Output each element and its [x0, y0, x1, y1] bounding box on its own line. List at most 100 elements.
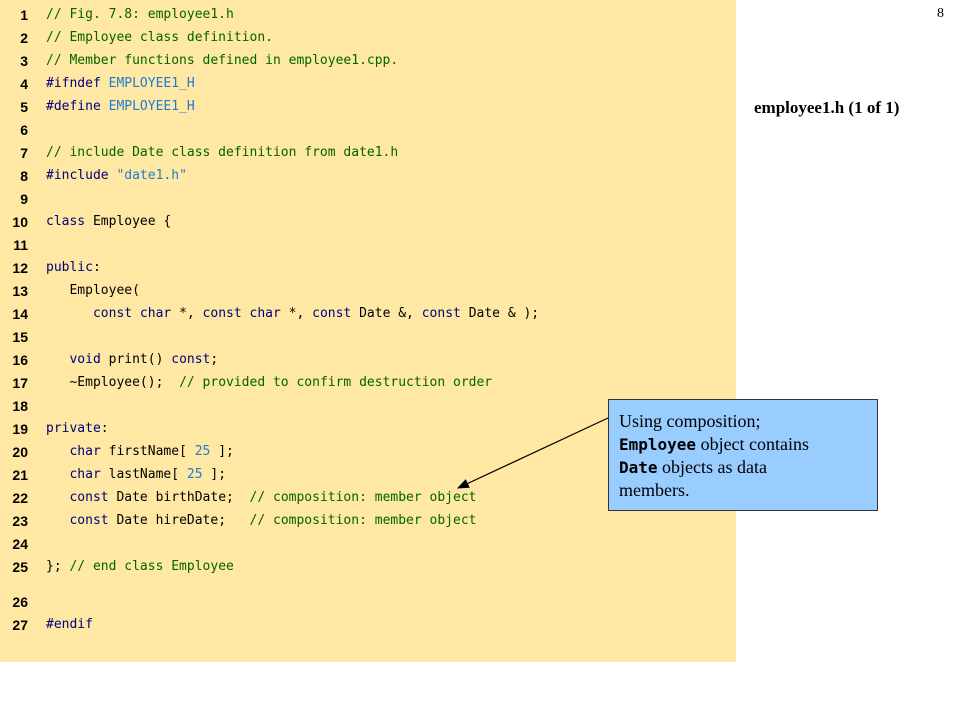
code-text: #include "date1.h" — [46, 165, 187, 187]
code-token: void — [69, 352, 109, 367]
slide-caption: employee1.h (1 of 1) — [754, 98, 900, 117]
code-token: #ifndef — [46, 76, 109, 91]
code-line: 1// Fig. 7.8: employee1.h — [0, 4, 736, 26]
code-token: // Member functions defined in employee1… — [46, 53, 399, 68]
code-line: 23 const Date hireDate; // composition: … — [0, 510, 736, 532]
code-line: 3 // Member functions defined in employee… — [0, 50, 736, 72]
code-line: 15 — [0, 326, 736, 348]
code-text: char lastName[ 25 ]; — [46, 464, 226, 486]
code-token: lastName[ — [108, 467, 187, 482]
code-line: 12 public: — [0, 257, 736, 279]
code-token: // Employee class definition. — [46, 30, 273, 45]
line-number: 27 — [12, 617, 28, 633]
code-line: 17 ~Employee(); // provided to confirm d… — [0, 372, 736, 394]
code-text: // Employee class definition. — [46, 27, 273, 49]
code-token: ]; — [202, 467, 227, 482]
code-token — [46, 513, 69, 528]
code-line: 5 #define EMPLOYEE1_H — [0, 96, 736, 118]
code-line: 8#include "date1.h" — [0, 165, 736, 187]
line-number: 3 — [20, 53, 28, 69]
callout-date-word: Date — [619, 458, 658, 477]
code-line: 22 const Date birthDate; // composition:… — [0, 487, 736, 509]
line-number: 18 — [12, 398, 28, 414]
code-token: const — [312, 306, 360, 321]
line-number: 14 — [12, 306, 28, 322]
line-number: 15 — [12, 329, 28, 345]
line-number: 19 — [12, 421, 28, 437]
line-number: 21 — [12, 467, 28, 483]
code-text: // Member functions defined in employee1… — [46, 50, 398, 72]
code-token: Employee( — [46, 283, 140, 298]
code-token: : — [100, 421, 109, 436]
code-line: 6 — [0, 119, 736, 141]
line-number: 17 — [12, 375, 28, 391]
line-number: 5 — [20, 99, 28, 115]
code-token: Date &, — [359, 306, 422, 321]
code-line: 9 — [0, 188, 736, 210]
code-line: 24 — [0, 533, 736, 555]
code-text: void print() const; — [46, 349, 218, 371]
code-token: Date & ); — [468, 306, 540, 321]
code-token — [46, 306, 93, 321]
line-number: 23 — [12, 513, 28, 529]
line-number: 9 — [20, 191, 28, 207]
code-token: #include — [46, 168, 117, 183]
code-text: ~Employee(); // provided to confirm dest… — [46, 372, 492, 394]
code-token — [46, 352, 69, 367]
code-token: EMPLOYEE1_H — [108, 99, 195, 114]
code-token: // end class Employee — [69, 559, 234, 574]
line-number: 7 — [20, 145, 28, 161]
code-line: 4 #ifndef EMPLOYEE1_H — [0, 73, 736, 95]
code-token: ; — [210, 352, 219, 367]
code-token: const — [421, 306, 469, 321]
code-token — [46, 467, 69, 482]
callout-class-word: Employee — [619, 435, 697, 454]
code-text: // Fig. 7.8: employee1.h — [46, 4, 234, 26]
callout-line-4: members. — [619, 480, 690, 500]
code-token: // composition: member object — [249, 513, 477, 528]
callout-text-after-class: object contains — [696, 434, 810, 454]
code-text: #define EMPLOYEE1_H — [46, 96, 195, 118]
code-text: class Employee { — [46, 211, 171, 233]
callout-box: Using composition; Employee object conta… — [608, 399, 878, 511]
code-token: const — [69, 490, 117, 505]
line-number: 26 — [12, 594, 28, 610]
code-token: Date birthDate; — [116, 490, 250, 505]
callout-text-after-date: objects as data — [657, 457, 767, 477]
line-number: 10 — [12, 214, 28, 230]
line-number: 25 — [12, 559, 28, 575]
code-text: char firstName[ 25 ]; — [46, 441, 233, 463]
code-line: 13 Employee( — [0, 280, 736, 302]
callout-line-2: Employee object contains — [619, 433, 877, 456]
line-number: 4 — [20, 76, 28, 92]
line-number: 12 — [12, 260, 28, 276]
code-token: "date1.h" — [116, 168, 187, 183]
callout-line-1: Using composition; — [619, 411, 761, 431]
code-token: class — [46, 214, 93, 229]
code-token: #define — [46, 99, 109, 114]
code-line: 21 char lastName[ 25 ]; — [0, 464, 736, 486]
line-number: 16 — [12, 352, 28, 368]
code-token: // provided to confirm destruction order — [179, 375, 493, 390]
code-text: const Date hireDate; // composition: mem… — [46, 510, 477, 532]
code-text: private: — [46, 418, 109, 440]
code-token — [46, 444, 69, 459]
code-line: 7// include Date class definition from d… — [0, 142, 736, 164]
code-line: 26 — [0, 591, 736, 613]
line-number: 11 — [13, 237, 28, 253]
code-line: 18 — [0, 395, 736, 417]
code-token: char — [69, 444, 109, 459]
code-text: public: — [46, 257, 101, 279]
code-token: ~Employee(); — [46, 375, 180, 390]
code-token: #endif — [46, 617, 93, 632]
code-text: #ifndef EMPLOYEE1_H — [46, 73, 195, 95]
code-token: public — [46, 260, 93, 275]
code-line: 20 char firstName[ 25 ]; — [0, 441, 736, 463]
line-number: 6 — [20, 122, 28, 138]
code-token: const char — [202, 306, 289, 321]
code-text: }; // end class Employee — [46, 556, 234, 578]
code-token: const — [171, 352, 211, 367]
code-line: 27 #endif — [0, 614, 736, 636]
line-number: 20 — [12, 444, 28, 460]
